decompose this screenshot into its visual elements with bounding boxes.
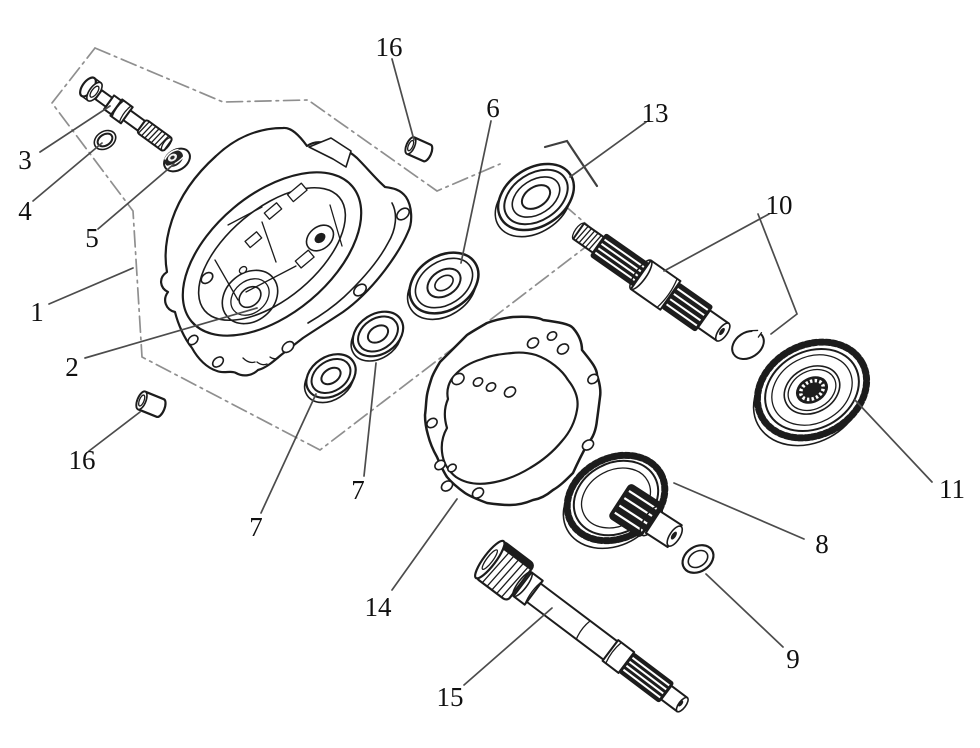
part-main-shaft [571,222,731,342]
leader-main-shaft-0 [663,213,770,272]
leader-washer-0 [705,573,784,648]
leader-output-shaft-0 [463,607,553,686]
leader-cover-assembly-boundary-0 [48,267,134,305]
part-label-5: 5 [85,223,99,253]
part-flange-nut [163,147,191,173]
part-washer [681,544,715,574]
part-label-14: 14 [365,592,393,622]
part-dowel-pin-bottom [135,390,167,419]
part-label-1: 1 [30,297,44,327]
leader-transmission-cover-0 [84,307,258,359]
part-label-9: 9 [786,644,800,674]
part-bolt [79,76,173,152]
part-circlip [731,324,765,360]
leader-lines [32,58,933,686]
leader-bearing-0 [460,120,492,264]
leader-flange-nut-0 [97,163,175,230]
part-counter-gear [562,451,684,550]
part-transmission-cover [160,126,413,377]
part-label-11: 11 [939,474,965,504]
part-label-6: 6 [486,93,500,123]
part-label-16: 16 [376,32,403,62]
part-dowel-pin-top [404,136,434,163]
part-oil-seal [494,162,576,238]
part-label-13: 13 [642,98,669,128]
part-label-10: 10 [766,190,793,220]
leader-o-ring-0 [32,142,103,202]
leader-bolt-0 [39,105,111,153]
part-label-7: 7 [351,475,365,505]
part-labels: 12 3 4 5 6 7 7 8 9 10 11 13 14 15 16 16 [18,32,965,712]
leader-bearing-0 [363,362,377,477]
part-bearing-7b [350,310,405,362]
leader-main-shaft-1 [757,213,799,335]
part-label-15: 15 [437,682,464,712]
part-final-gear [752,338,871,447]
leader-oil-seal-0 [569,121,647,178]
leader-dowel-pin-0 [391,58,415,141]
part-label-2: 2 [65,352,79,382]
part-bearing-7a [303,353,357,404]
leader-final-gear-0 [854,399,933,483]
part-gasket [423,315,602,507]
part-label-3: 3 [18,145,32,175]
part-bearing-6 [406,251,480,321]
leader-counter-gear-0 [673,482,805,540]
part-label-8: 8 [815,529,829,559]
boundary-chain-0 [94,47,501,192]
part-output-shaft [474,539,689,713]
boundary-chain-1 [543,139,599,188]
part-label-16: 16 [69,445,96,475]
part-label-4: 4 [18,196,32,226]
part-label-7: 7 [249,512,263,542]
leader-dowel-pin-0 [88,411,141,452]
leader-gasket-0 [391,498,458,591]
leader-bearing-0 [260,393,317,514]
